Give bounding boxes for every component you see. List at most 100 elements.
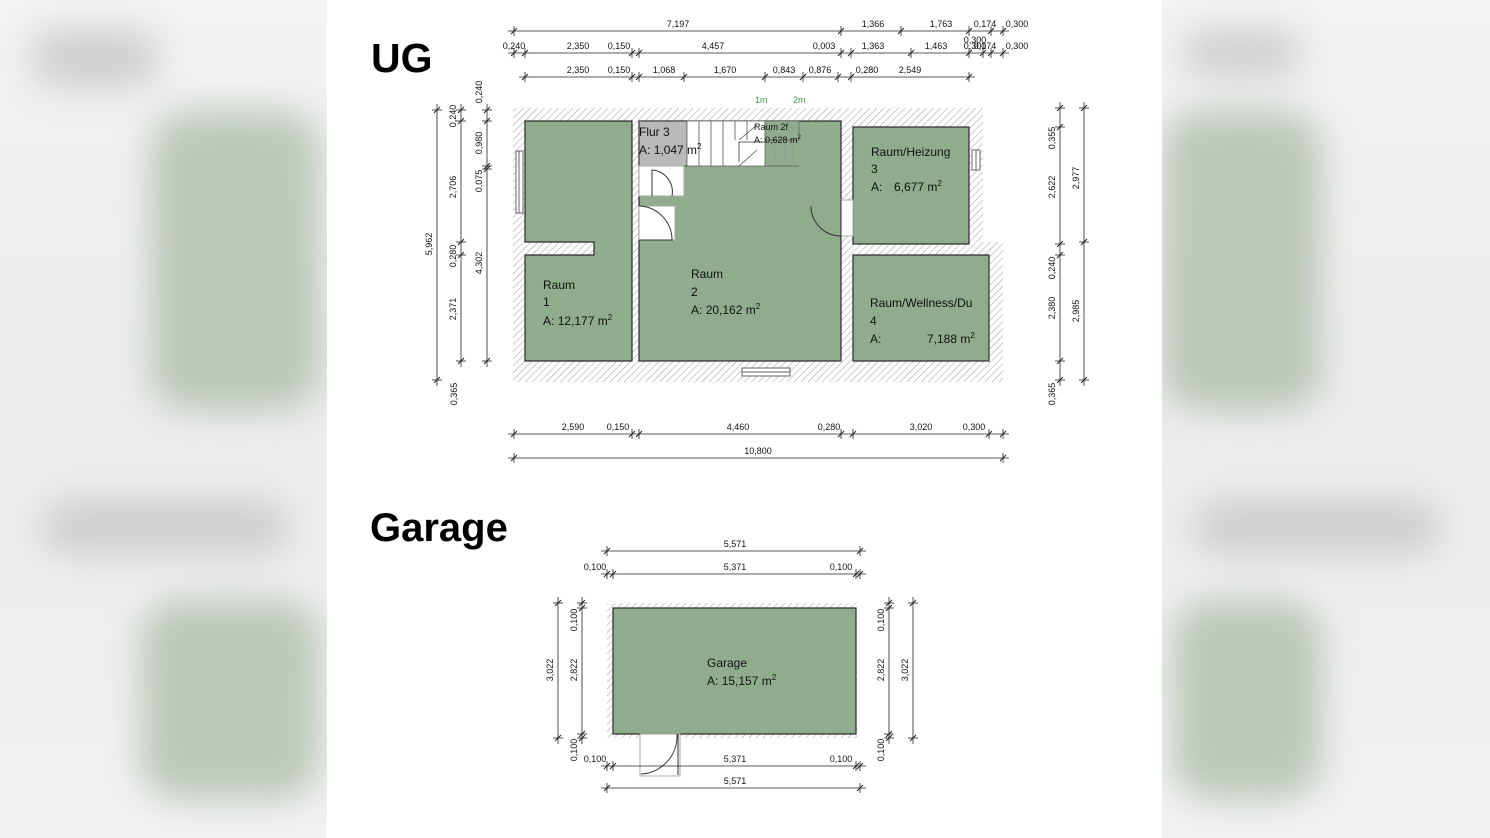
marker-1m: 1m — [755, 95, 768, 105]
svg-text:A: 1,047 m2: A: 1,047 m2 — [639, 142, 702, 157]
room-raum3-shape[interactable] — [852, 126, 970, 245]
ug-dim-top2-4: 0,003 — [813, 41, 836, 51]
svg-text:Raum/Heizung: Raum/Heizung — [871, 145, 950, 159]
ug-wall-cutout — [983, 108, 1007, 242]
ug-dim-top1-3: 0,174 — [974, 19, 997, 29]
room-flur3-label: Flur 3 A: 1,047 m2 — [639, 125, 702, 157]
ug-dim-top3-5: 0,876 — [809, 65, 832, 75]
ug-dim-top3-1: 0,150 — [608, 65, 631, 75]
ug-dim-right-outer-0: 2,977 — [1071, 167, 1081, 190]
room-raum4-shape[interactable] — [852, 254, 990, 362]
garage-dim-right-outer-0: 3,022 — [900, 659, 910, 682]
ug-dim-bottom1-0: 2,590 — [562, 422, 585, 432]
ug-heading: UG — [371, 35, 433, 81]
garage-dim-bottom2-0: 5,571 — [724, 776, 747, 786]
ug-dim-bottom1-1: 0,150 — [607, 422, 630, 432]
svg-text:4: 4 — [870, 314, 877, 328]
ug-dim-left-mid-1: 2,706 — [448, 176, 458, 199]
ug-dim-bottom1-3: 0,280 — [818, 422, 841, 432]
room-raum1-shape[interactable] — [524, 120, 633, 362]
ug-dim-top1-1: 1,366 — [862, 19, 885, 29]
ug-dim-top1-2: 1,763 — [930, 19, 953, 29]
ug-dim-right-inner-3: 2,380 — [1047, 297, 1057, 320]
svg-text:2: 2 — [691, 285, 698, 299]
ug-dim-top2-6: 1,463 — [925, 41, 948, 51]
ug-dim-bottom2-0: 10,800 — [744, 446, 772, 456]
svg-text:A: 15,157 m2: A: 15,157 m2 — [707, 673, 777, 688]
svg-text:A: 20,162 m2: A: 20,162 m2 — [691, 302, 761, 317]
svg-text:Raum: Raum — [543, 278, 575, 292]
svg-text:6,677 m2: 6,677 m2 — [894, 179, 942, 194]
room-garage-label: Garage A: 15,157 m2 — [707, 656, 777, 688]
garage-dim-left-inner-1: 2,822 — [569, 659, 579, 682]
garage-dim-bottom1-2: 0,100 — [830, 754, 853, 764]
ug-dim-left-inner-2: 0,075 — [474, 170, 484, 193]
garage-dim-right-inner-2: 0,100 — [876, 739, 886, 762]
garage-dim-left-inner-2: 0,100 — [569, 739, 579, 762]
ug-dim-left-mid-0: 0,240 — [448, 105, 458, 128]
ug-dim-top3-6: 0,280 — [856, 65, 879, 75]
ug-dim-top3-3: 1,670 — [714, 65, 737, 75]
ug-doors — [638, 165, 854, 241]
ug-dim-top2-9: 0,300 — [1006, 41, 1029, 51]
dimension-chains: 7,197 1,366 1,763 0,174 0,300 0,240 2,350 0,150… — [424, 19, 1089, 793]
ug-dim-top3-7: 2,549 — [899, 65, 922, 75]
svg-text:Raum 2f: Raum 2f — [754, 122, 789, 132]
ug-dim-left-inner-3: 4,302 — [474, 252, 484, 275]
ug-dim-bottom1-4: 3,020 — [910, 422, 933, 432]
ug-dim-bottom1-2: 4,460 — [727, 422, 750, 432]
svg-text:7,188 m2: 7,188 m2 — [927, 331, 975, 346]
svg-text:Flur 3: Flur 3 — [639, 125, 670, 139]
marker-2m: 2m — [793, 95, 806, 105]
ug-dim-top2-5: 1,363 — [862, 41, 885, 51]
left-blur-panel — [0, 0, 327, 838]
ug-dim-bottom1-5: 0,300 — [963, 422, 986, 432]
svg-text:A:: A: — [870, 332, 881, 346]
ug-dim-top1-0: 7,197 — [667, 19, 690, 29]
svg-text:A:: A: — [871, 180, 882, 194]
garage-dim-right-inner-1: 2,822 — [876, 659, 886, 682]
ug-dim-top1-4: 0,300 — [1006, 19, 1029, 29]
ug-windows — [515, 149, 981, 377]
ug-dim-top2-0: 0,240 — [503, 41, 526, 51]
svg-text:A: 0,628 m2: A: 0,628 m2 — [754, 135, 802, 145]
room-raum2-label: Raum 2 A: 20,162 m2 — [691, 267, 761, 317]
garage-dim-bottom1-1: 5,371 — [724, 754, 747, 764]
ug-dim-right-inner-2: 0,240 — [1047, 257, 1057, 280]
garage-dim-top2-2: 0,100 — [830, 562, 853, 572]
svg-text:Garage: Garage — [707, 656, 747, 670]
svg-text:Raum/Wellness/Du: Raum/Wellness/Du — [870, 296, 972, 310]
garage-dim-left-outer-0: 3,022 — [545, 659, 555, 682]
room-garage-shape[interactable] — [612, 607, 857, 735]
ug-dim-top2-2: 0,150 — [608, 41, 631, 51]
garage-heading: Garage — [370, 506, 508, 550]
floor-plan-drawing: Raum 1 A: 12,177 m2 Raum 2 A: 20,162 m2 … — [424, 19, 1089, 793]
ug-dim-right-outer-1: 2,985 — [1071, 300, 1081, 323]
garage-dim-right-inner-0: 0,100 — [876, 609, 886, 632]
ug-dim-left-inner-0: 0,240 — [474, 81, 484, 104]
ug-dim-top2-1: 2,350 — [567, 41, 590, 51]
room-raum3-label: Raum/Heizung 3 A: 6,677 m2 — [871, 145, 950, 194]
garage-dim-top2-1: 5,371 — [724, 562, 747, 572]
ug-dim-left-mid-3: 2,371 — [448, 298, 458, 321]
ug-dim-top3-2: 1,068 — [653, 65, 676, 75]
floor-plan-stage: UG Garage — [327, 0, 1162, 838]
ug-dim-left-inner-1: 0,980 — [474, 132, 484, 155]
room-raum4-label: Raum/Wellness/Du 4 A: 7,188 m2 — [870, 296, 975, 346]
ug-dim-left-outer-bottom: 0,365 — [449, 383, 459, 406]
svg-text:1: 1 — [543, 295, 550, 309]
ug-dim-top2-3: 4,457 — [702, 41, 725, 51]
ug-dim-left-outer-0: 5,962 — [424, 233, 434, 256]
ug-dim-top2-extra: 0,300 — [964, 35, 987, 45]
garage-floor-plan: Garage A: 15,157 m2 — [607, 603, 857, 777]
ug-dim-right-inner-0: 0,355 — [1047, 127, 1057, 150]
ug-dim-top2-7: 0,300 — [964, 41, 987, 51]
garage-dim-bottom1-0: 0,100 — [584, 754, 607, 764]
garage-dim-top2-0: 0,100 — [584, 562, 607, 572]
garage-dim-top1-0: 5,571 — [724, 539, 747, 549]
garage-door — [639, 733, 681, 777]
svg-text:A: 12,177 m2: A: 12,177 m2 — [543, 313, 613, 328]
right-blur-panel — [1162, 0, 1490, 838]
ug-dim-right-inner-4: 0,365 — [1047, 383, 1057, 406]
ug-floor-plan: Raum 1 A: 12,177 m2 Raum 2 A: 20,162 m2 … — [513, 95, 1007, 382]
